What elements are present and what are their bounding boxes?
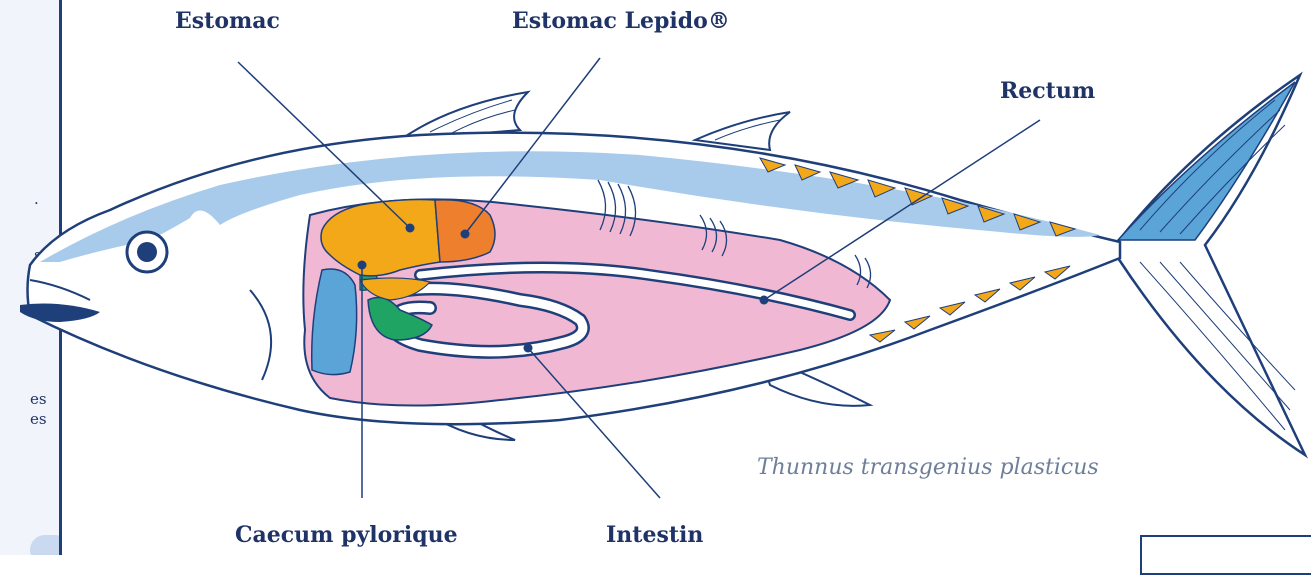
label-intestin: Intestin — [606, 522, 703, 548]
label-caecum-pylorique: Caecum pylorique — [235, 522, 458, 548]
label-estomac-lepido: Estomac Lepido® — [512, 8, 730, 34]
label-rectum: Rectum — [1000, 78, 1095, 104]
label-estomac: Estomac — [175, 8, 280, 34]
species-name: Thunnus transgenius plasticus — [757, 455, 1099, 480]
liver — [312, 269, 357, 375]
tail-fin — [1115, 75, 1305, 455]
info-panel — [1140, 535, 1311, 575]
tuna-anatomy-diagram — [0, 0, 1311, 555]
